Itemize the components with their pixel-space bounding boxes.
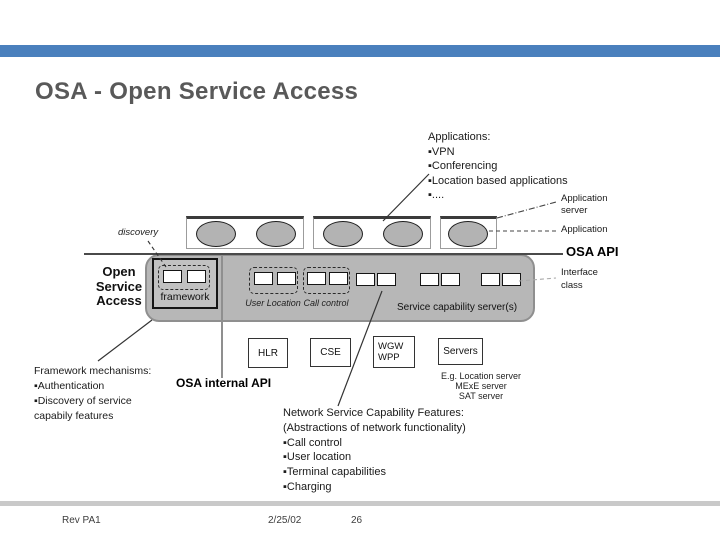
applications-note-item: ▪Conferencing bbox=[428, 160, 498, 173]
interface-class-label: Interface class bbox=[561, 267, 598, 292]
network-features-note: Network Service Capability Features: (Ab… bbox=[283, 406, 466, 495]
applications-note-item: ▪.... bbox=[428, 189, 445, 202]
applications-note: Applications: ▪VPN ▪Conferencing ▪Locati… bbox=[428, 130, 568, 203]
accent-bar bbox=[0, 45, 720, 57]
network-features-item: ▪User location bbox=[283, 451, 352, 464]
framework-mechanisms-item: capabily features bbox=[34, 410, 114, 422]
footer-page-number: 26 bbox=[351, 515, 363, 526]
user-location-group bbox=[249, 267, 298, 294]
network-features-item: ▪Call control bbox=[283, 436, 342, 449]
osa-title-line: Access bbox=[96, 293, 142, 308]
applications-pointer-line bbox=[382, 173, 430, 222]
application-label: Application bbox=[561, 224, 608, 235]
footer-date: 2/25/02 bbox=[268, 515, 302, 526]
framework-mechanisms-item: ▪Discovery of service bbox=[34, 395, 132, 407]
osa-api-label: OSA API bbox=[566, 244, 619, 259]
application-server-connector-line bbox=[496, 201, 557, 219]
wgw-wpp-box: WGW WPP bbox=[373, 336, 415, 368]
application-ellipse bbox=[323, 221, 363, 247]
server-example-line: E.g. Location server bbox=[440, 371, 522, 381]
interface-square bbox=[420, 273, 439, 286]
hlr-box: HLR bbox=[248, 338, 288, 368]
network-features-item: ▪Charging bbox=[283, 480, 332, 493]
interface-square bbox=[377, 273, 396, 286]
interface-class-label-line: Interface bbox=[561, 267, 598, 278]
open-service-access-label: Open Service Access bbox=[88, 264, 150, 309]
interface-square bbox=[254, 272, 273, 285]
service-capability-label: Service capability server(s) bbox=[397, 302, 518, 313]
osa-title-line: Open bbox=[102, 264, 136, 279]
network-features-subtitle: (Abstractions of network functionality) bbox=[283, 421, 466, 434]
discovery-label: discovery bbox=[118, 227, 159, 238]
framework-mechanisms-item: ▪Authentication bbox=[34, 380, 105, 392]
interface-square bbox=[502, 273, 521, 286]
application-ellipse bbox=[448, 221, 488, 247]
network-features-item: ▪Terminal capabilities bbox=[283, 466, 386, 479]
interface-square bbox=[356, 273, 375, 286]
osa-internal-api-label: OSA internal API bbox=[176, 376, 272, 390]
footer-divider bbox=[0, 501, 720, 506]
framework-mechanisms-note: Framework mechanisms: ▪Authentication ▪D… bbox=[34, 364, 151, 424]
interface-square bbox=[329, 272, 348, 285]
applications-note-item: ▪Location based applications bbox=[428, 174, 568, 187]
cse-box: CSE bbox=[310, 338, 351, 367]
interface-class-label-line: class bbox=[561, 279, 583, 291]
interface-square bbox=[441, 273, 460, 286]
call-control-group bbox=[303, 267, 350, 294]
server-example-line: SAT server bbox=[458, 390, 504, 401]
user-location-label: User Location bbox=[245, 298, 301, 308]
interface-square bbox=[187, 270, 206, 283]
application-server-label: Application server bbox=[561, 193, 607, 217]
server-example-line: MExE server bbox=[455, 380, 507, 391]
call-control-label: Call control bbox=[303, 298, 349, 308]
applications-note-item: ▪VPN bbox=[428, 145, 455, 158]
framework-mechanisms-title: Framework mechanisms: bbox=[34, 365, 152, 377]
application-ellipse bbox=[256, 221, 296, 247]
interface-square bbox=[163, 270, 182, 283]
framework-mechanisms-pointer-line bbox=[97, 319, 153, 362]
footer-revision: Rev PA1 bbox=[62, 515, 101, 526]
application-ellipse bbox=[196, 221, 236, 247]
framework-label: framework bbox=[160, 291, 210, 303]
framework-interface-group bbox=[158, 265, 210, 290]
applications-note-title: Applications: bbox=[428, 131, 491, 143]
servers-box: Servers bbox=[438, 338, 483, 365]
network-features-title: Network Service Capability Features: bbox=[283, 407, 464, 419]
server-examples: E.g. Location server MExE server SAT ser… bbox=[431, 371, 531, 401]
application-server-label-line: server bbox=[561, 205, 588, 216]
page-title: OSA - Open Service Access bbox=[35, 78, 359, 105]
interface-square bbox=[481, 273, 500, 286]
application-ellipse bbox=[383, 221, 423, 247]
interface-square bbox=[277, 272, 296, 285]
interface-square bbox=[307, 272, 326, 285]
application-server-label-line: Application bbox=[561, 193, 608, 204]
osa-title-line: Service bbox=[95, 278, 143, 294]
